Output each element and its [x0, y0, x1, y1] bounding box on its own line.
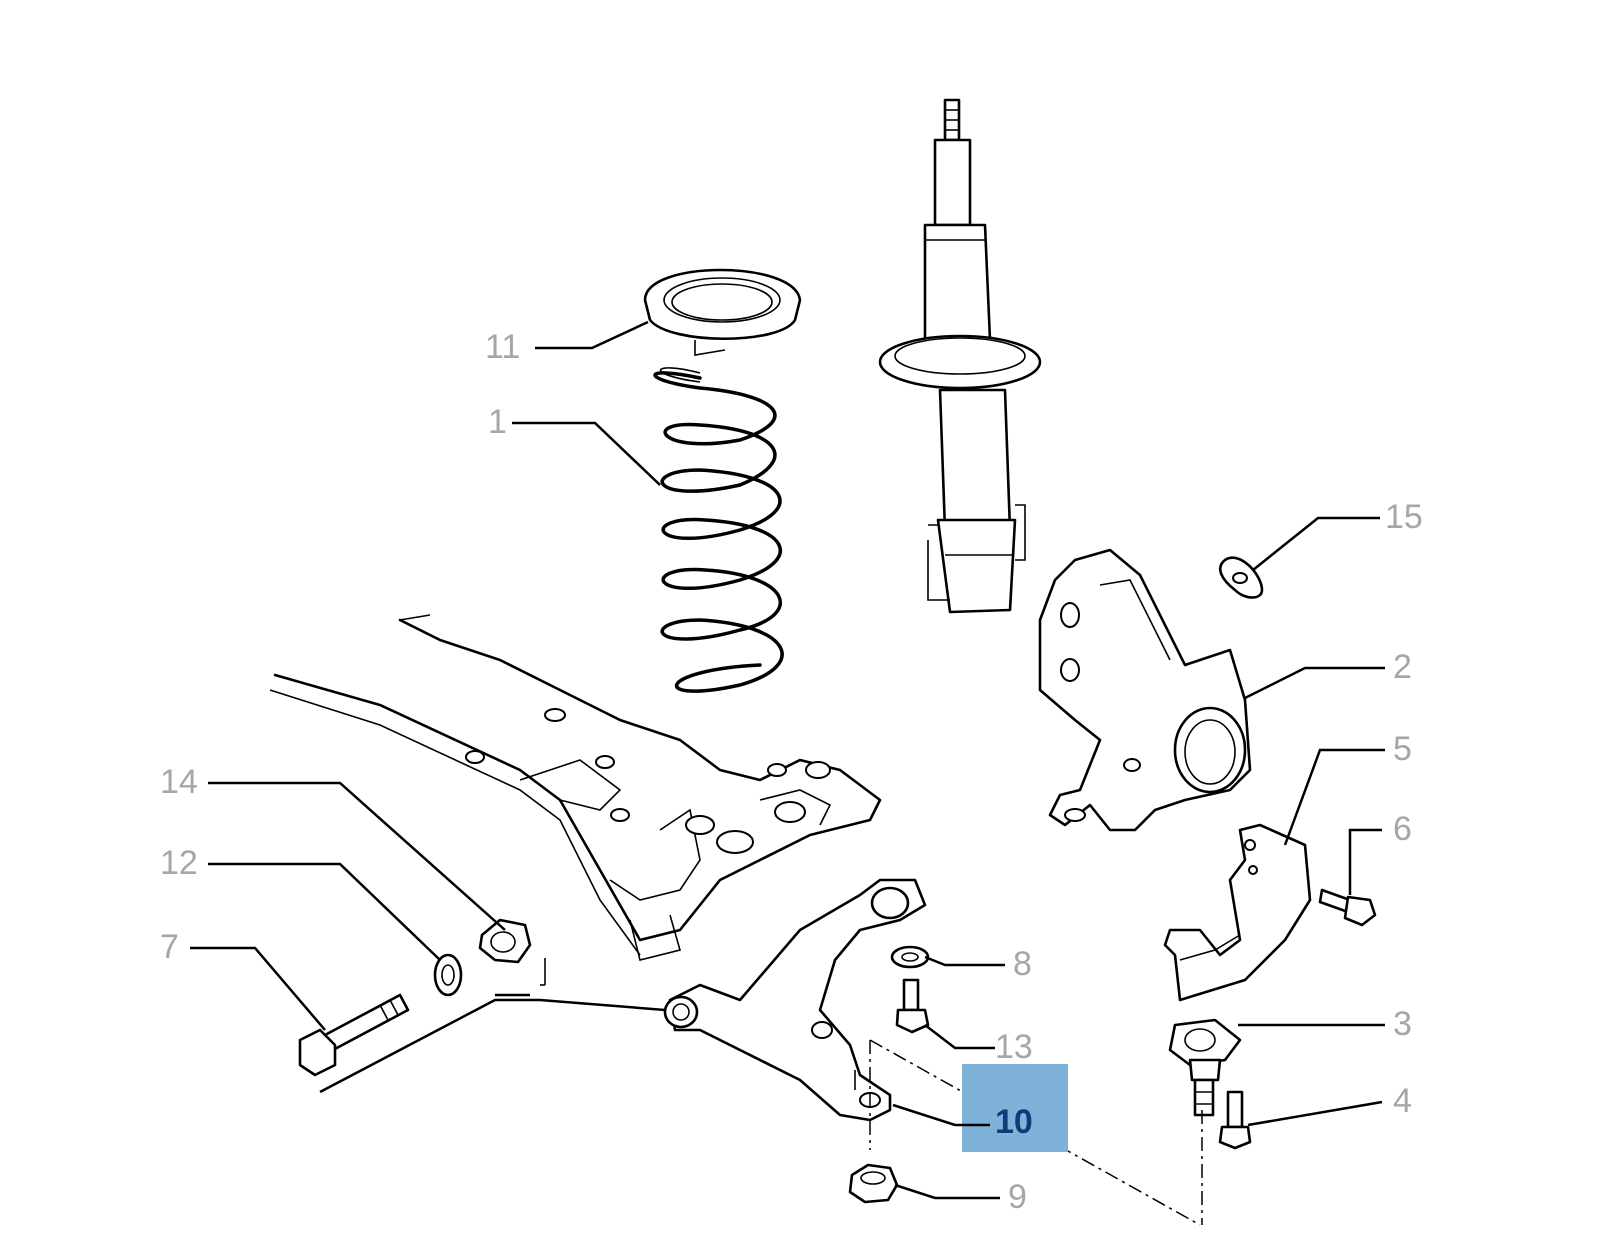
callout-14: 14 [160, 763, 198, 801]
ball-joint [1168, 1018, 1242, 1117]
callout-9: 9 [1008, 1178, 1027, 1216]
bolt-7 [298, 993, 410, 1077]
callout-15: 15 [1385, 498, 1423, 536]
shock-absorber [878, 98, 1042, 614]
callout-11: 11 [485, 328, 520, 366]
washer-12 [433, 953, 463, 997]
callout-7: 7 [160, 928, 179, 966]
control-arm [663, 878, 927, 1122]
callout-5: 5 [1393, 730, 1412, 768]
leader-lines [190, 320, 1385, 1200]
coil-spring [653, 367, 784, 693]
spring-seat [643, 268, 802, 356]
washer-8 [890, 945, 930, 969]
callout-6: 6 [1393, 810, 1412, 848]
nut-9 [848, 1163, 899, 1204]
callout-8: 8 [1013, 945, 1032, 983]
bolt-6 [1318, 888, 1377, 927]
heat-shield [1163, 823, 1312, 1002]
callout-1: 1 [488, 403, 507, 441]
callout-12: 12 [160, 844, 198, 882]
subframe-crossmember [269, 614, 882, 986]
bolt-13 [895, 978, 930, 1034]
callout-3: 3 [1393, 1005, 1412, 1043]
callout-13: 13 [995, 1028, 1033, 1066]
callout-10: 10 [995, 1103, 1033, 1141]
callout-labels: 1 2 3 4 5 6 7 8 9 10 11 12 13 14 15 [160, 328, 1423, 1216]
callout-4: 4 [1393, 1082, 1412, 1120]
steering-knuckle [1038, 548, 1252, 832]
callout-10-highlight [962, 1064, 1068, 1152]
gasket-plate [1219, 556, 1264, 599]
callout-2: 2 [1393, 648, 1412, 686]
flange-nut-14 [478, 918, 532, 964]
bolt-4 [1218, 1090, 1252, 1150]
